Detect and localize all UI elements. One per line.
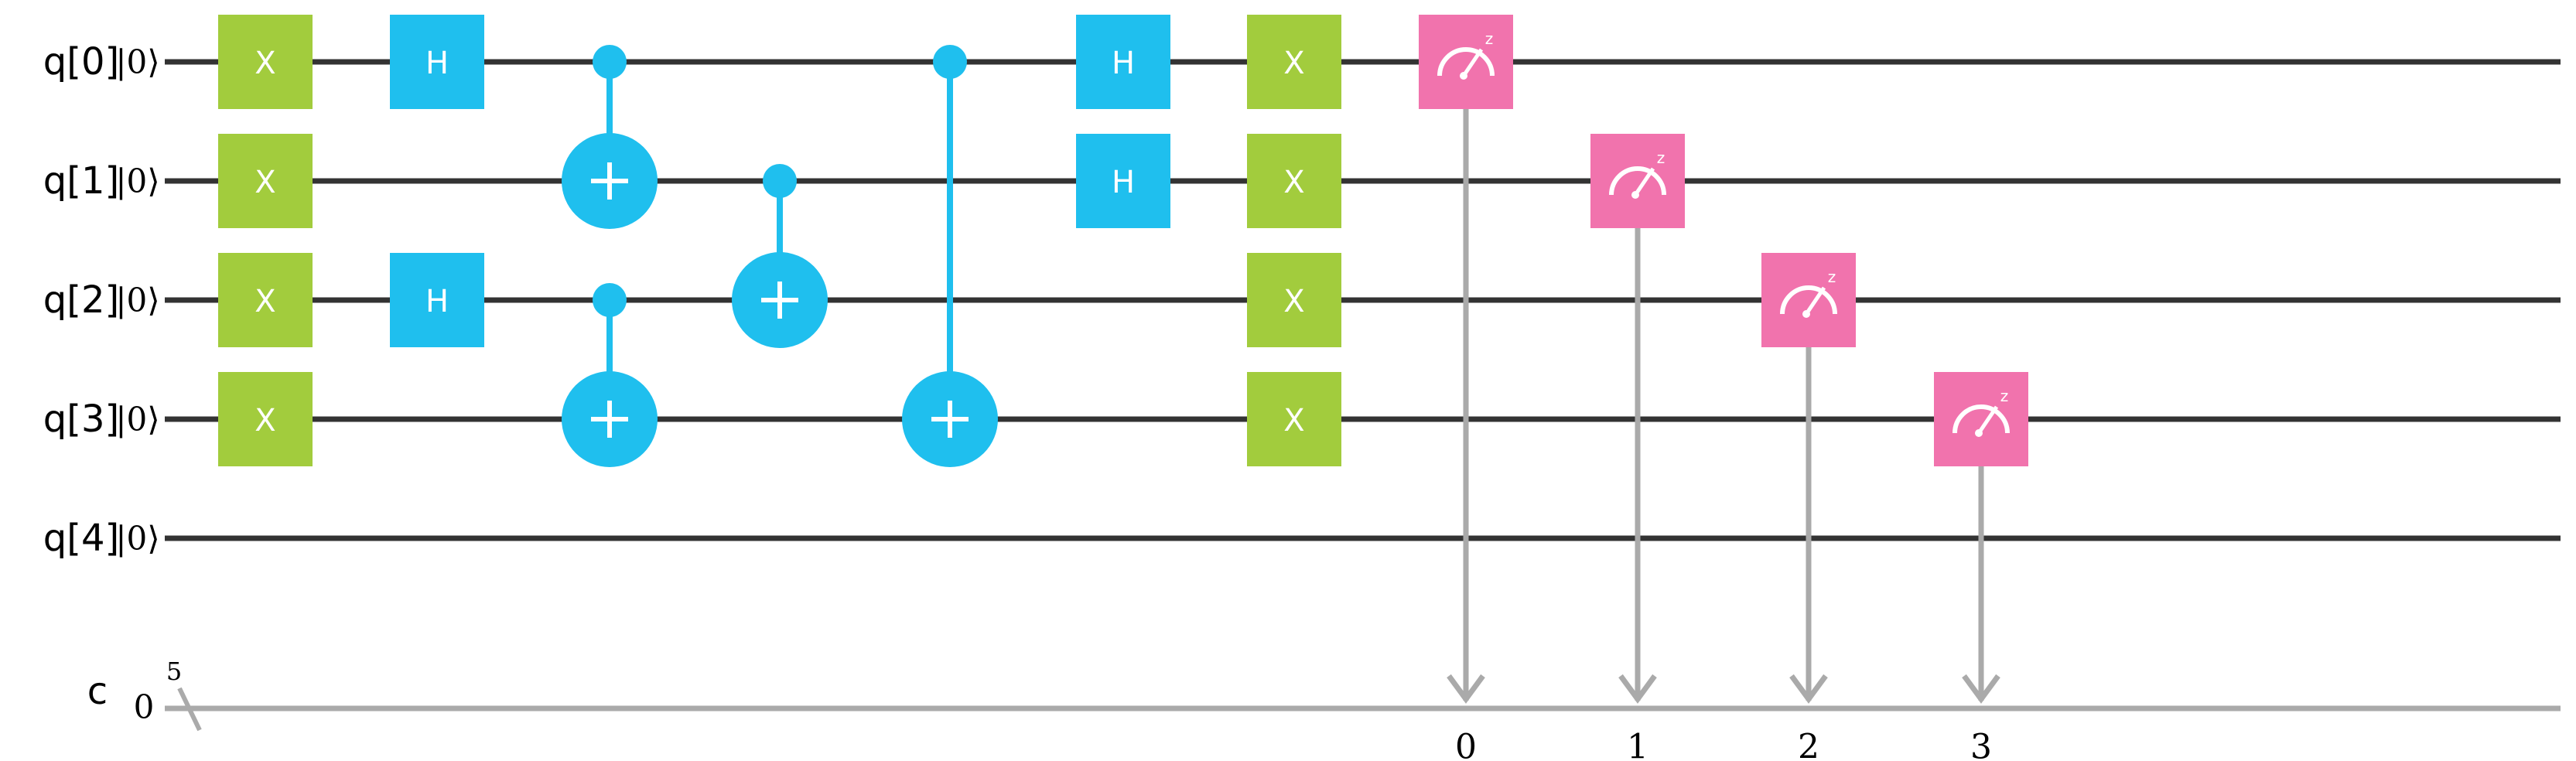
h-gate-box [1076,134,1170,228]
x-gate-label: X [255,284,275,319]
classical-bit-index: 0 [1455,728,1477,761]
measure-basis-label: z [1828,268,1836,286]
meter-arc [1780,285,1837,315]
x-gate-box [218,372,313,466]
meter-icon [1609,166,1666,199]
cnot-control-dot [763,164,797,198]
measure-gate: z [1934,372,2028,466]
h-gate-box [390,253,484,347]
h-gate-label: H [425,284,449,319]
qubit-initial-state: |0⟩ [115,282,159,319]
x-gate: X [218,253,313,347]
cnot-gate [902,45,998,467]
cnot-control-dot [593,283,627,317]
measure-gate: z [1419,15,1513,109]
meter-pivot [1460,72,1467,80]
cnot-gate [562,283,658,467]
h-gate-box [1076,15,1170,109]
arrow-down-icon [1618,674,1657,704]
qubit-initial-state: |0⟩ [115,401,159,439]
cnot-control-dot [933,45,967,79]
h-gate: H [1076,15,1170,109]
measure-box [1590,134,1685,228]
h-gate-label: H [1112,165,1135,200]
x-gate-box [218,253,313,347]
meter-arc [1952,404,2010,434]
h-gate-box [390,15,484,109]
x-gate-label: X [1283,46,1304,81]
measure-box [1761,253,1856,347]
x-gate-label: X [255,165,275,200]
classical-initial-value: 0 [134,688,155,726]
wires-layer [165,59,2561,732]
classical-register-width: 5 [166,657,182,686]
meter-icon [1780,285,1837,318]
measure-basis-label: z [1657,148,1666,167]
x-gate: X [1247,134,1341,228]
meter-icon [1437,47,1495,80]
measure-gate: z [1761,253,1856,347]
measure-basis-label: z [1485,29,1494,48]
x-gate: X [218,372,313,466]
qubit-label: q[4] [43,517,119,560]
qubit-label: q[1] [43,159,119,203]
qubit-label: q[0] [43,40,119,84]
meter-pivot [1975,429,1983,437]
x-gate-label: X [1283,403,1304,439]
arrow-down-icon [1789,674,1828,704]
h-gate: H [1076,134,1170,228]
classical-register-slash [177,687,202,732]
measure-basis-label: z [2000,387,2009,405]
classical-bit-index: 1 [1627,728,1648,761]
x-gate-box [1247,15,1341,109]
x-gate: X [1247,15,1341,109]
x-gate: X [1247,253,1341,347]
x-gate-box [1247,372,1341,466]
qubit-label: q[3] [43,398,119,441]
classical-bit-index: 3 [1970,728,1992,761]
x-gate: X [1247,372,1341,466]
qubit-label: q[2] [43,278,119,322]
h-gate: H [390,15,484,109]
meter-needle [1976,405,1999,435]
h-gate-label: H [1112,46,1135,81]
meter-arc [1437,47,1495,77]
meter-pivot [1802,310,1810,318]
cnot-gate [732,164,828,348]
classical-register-label: c [87,670,108,713]
x-gate-box [218,134,313,228]
measure-box [1934,372,2028,466]
qubit-initial-state: |0⟩ [115,520,159,558]
measure-gate: z [1590,134,1685,228]
meter-arc [1609,166,1666,196]
meter-needle [1461,48,1484,77]
h-gate: H [390,253,484,347]
x-gate: X [218,134,313,228]
arrow-down-icon [1962,674,2000,704]
qubit-initial-state: |0⟩ [115,43,159,81]
h-gate-label: H [425,46,449,81]
meter-needle [1804,286,1826,316]
x-gate: X [218,15,313,109]
cnot-control-dot [593,45,627,79]
x-gate-label: X [1283,165,1304,200]
x-gate-box [1247,253,1341,347]
x-gate-box [218,15,313,109]
classical-bit-index: 2 [1798,728,1819,761]
qubit-initial-state: |0⟩ [115,162,159,200]
x-gate-label: X [255,403,275,439]
arrow-down-icon [1447,674,1485,704]
measure-box [1419,15,1513,109]
meter-icon [1952,404,2010,437]
cnot-gate [562,45,658,229]
x-gate-label: X [1283,284,1304,319]
x-gate-label: X [255,46,275,81]
meter-pivot [1631,191,1639,199]
meter-needle [1633,167,1655,196]
gates-layer: X X X X H H H H X X X Xz z z z [218,15,2028,704]
x-gate-box [1247,134,1341,228]
